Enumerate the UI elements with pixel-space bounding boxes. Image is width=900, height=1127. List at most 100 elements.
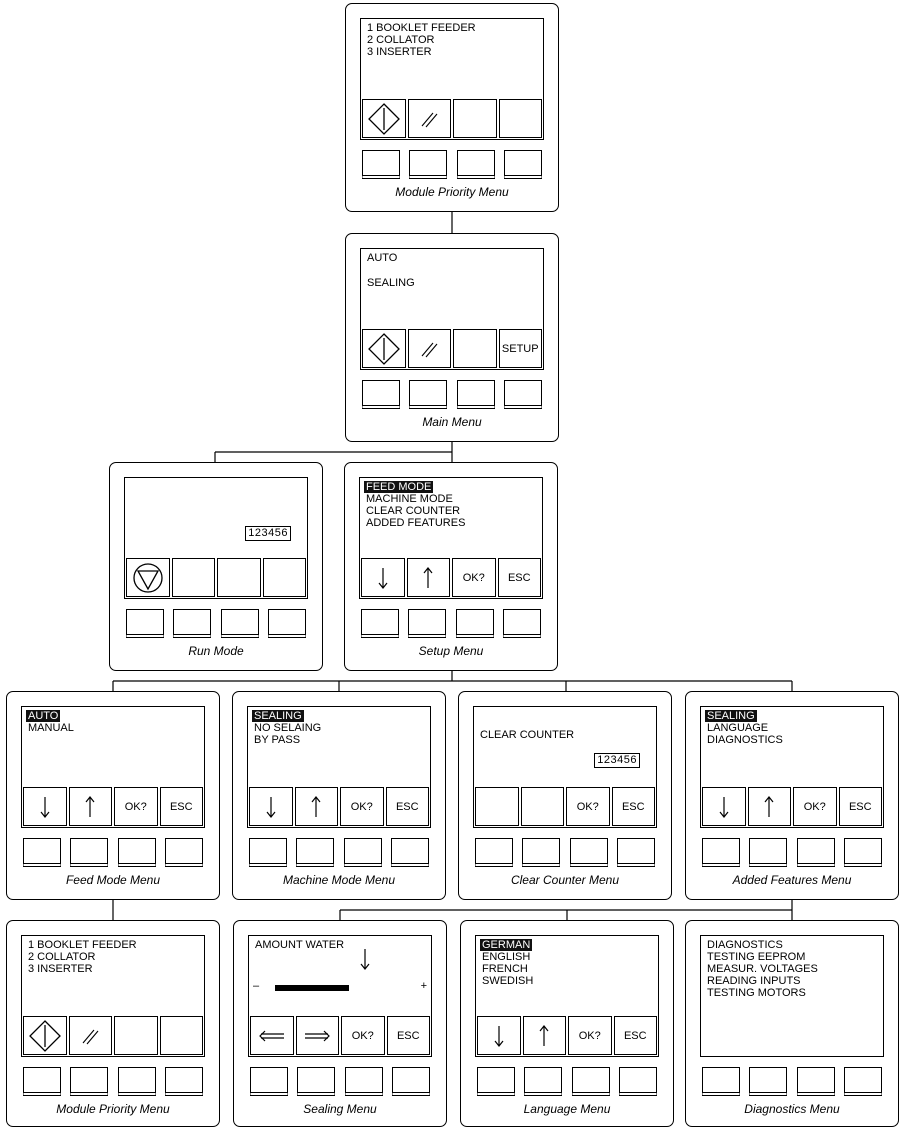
- menu-item[interactable]: ENGLISH: [482, 951, 531, 963]
- hardware-key[interactable]: [749, 1067, 788, 1096]
- ok-softkey[interactable]: OK?: [341, 1016, 385, 1055]
- hardware-key[interactable]: [70, 838, 109, 867]
- hardware-key[interactable]: [796, 1067, 835, 1096]
- stop-softkey[interactable]: [126, 558, 170, 597]
- hardware-key[interactable]: [749, 838, 788, 867]
- hardware-key[interactable]: [524, 1067, 563, 1096]
- slash-softkey[interactable]: [407, 329, 451, 368]
- hardware-key[interactable]: [173, 609, 212, 638]
- arrow-down-softkey[interactable]: [702, 787, 746, 826]
- blank-softkey[interactable]: [159, 1016, 203, 1055]
- menu-item[interactable]: MACHINE MODE: [366, 493, 453, 505]
- hardware-key[interactable]: [503, 380, 542, 409]
- hardware-key[interactable]: [267, 609, 306, 638]
- slash-softkey[interactable]: [407, 99, 451, 138]
- hardware-key[interactable]: [361, 609, 399, 638]
- hardware-key[interactable]: [390, 838, 429, 867]
- hardware-key[interactable]: [796, 838, 835, 867]
- setup-softkey[interactable]: SETUP: [498, 329, 542, 368]
- hardware-key[interactable]: [456, 150, 495, 179]
- hardware-key[interactable]: [522, 838, 561, 867]
- esc-softkey[interactable]: ESC: [838, 787, 882, 826]
- esc-softkey[interactable]: ESC: [497, 558, 541, 597]
- hardware-key[interactable]: [164, 1067, 203, 1096]
- hardware-key[interactable]: [23, 838, 61, 867]
- blank-softkey[interactable]: [217, 558, 261, 597]
- selected-menu-item[interactable]: SEALING: [705, 710, 757, 722]
- blank-softkey[interactable]: [171, 558, 215, 597]
- blank-softkey[interactable]: [453, 329, 497, 368]
- hardware-key[interactable]: [343, 838, 382, 867]
- hardware-key[interactable]: [220, 609, 259, 638]
- arrow-down-softkey[interactable]: [361, 558, 405, 597]
- hardware-key[interactable]: [409, 150, 448, 179]
- hardware-key[interactable]: [475, 838, 513, 867]
- menu-item[interactable]: BY PASS: [254, 734, 301, 746]
- hardware-key[interactable]: [618, 1067, 657, 1096]
- blank-softkey[interactable]: [114, 1016, 158, 1055]
- selected-menu-item[interactable]: GERMAN: [480, 939, 533, 951]
- hardware-key[interactable]: [344, 1067, 383, 1096]
- hardware-key[interactable]: [456, 380, 495, 409]
- hardware-key[interactable]: [702, 838, 740, 867]
- blank-softkey[interactable]: [498, 99, 542, 138]
- menu-item[interactable]: ADDED FEATURES: [366, 517, 466, 529]
- menu-item[interactable]: DIAGNOSTICS: [707, 734, 783, 746]
- ok-softkey[interactable]: OK?: [566, 787, 610, 826]
- ok-softkey[interactable]: OK?: [114, 787, 158, 826]
- hardware-key[interactable]: [70, 1067, 109, 1096]
- menu-item[interactable]: LANGUAGE: [707, 722, 769, 734]
- hardware-key[interactable]: [502, 609, 541, 638]
- hardware-key[interactable]: [843, 1067, 882, 1096]
- menu-item[interactable]: NO SELAING: [254, 722, 322, 734]
- arrow-up-softkey[interactable]: [522, 1016, 566, 1055]
- hardware-key[interactable]: [362, 150, 400, 179]
- hardware-key[interactable]: [250, 1067, 288, 1096]
- hardware-key[interactable]: [117, 1067, 156, 1096]
- blank-softkey[interactable]: [475, 787, 519, 826]
- selected-menu-item[interactable]: SEALING: [252, 710, 304, 722]
- esc-softkey[interactable]: ESC: [386, 1016, 430, 1055]
- esc-softkey[interactable]: ESC: [159, 787, 203, 826]
- blank-softkey[interactable]: [520, 787, 564, 826]
- arrow-down-softkey[interactable]: [477, 1016, 521, 1055]
- start-softkey[interactable]: [362, 99, 406, 138]
- ok-softkey[interactable]: OK?: [340, 787, 384, 826]
- blank-softkey[interactable]: [262, 558, 306, 597]
- arrow-up-softkey[interactable]: [747, 787, 791, 826]
- esc-softkey[interactable]: ESC: [385, 787, 429, 826]
- ok-softkey[interactable]: OK?: [793, 787, 837, 826]
- menu-item[interactable]: MANUAL: [28, 722, 74, 734]
- arrow-down-softkey[interactable]: [249, 787, 293, 826]
- hardware-key[interactable]: [843, 838, 882, 867]
- hardware-key[interactable]: [702, 1067, 740, 1096]
- ok-softkey[interactable]: OK?: [568, 1016, 612, 1055]
- hardware-key[interactable]: [249, 838, 287, 867]
- ok-softkey[interactable]: OK?: [452, 558, 496, 597]
- start-softkey[interactable]: [362, 329, 406, 368]
- arrow-up-softkey[interactable]: [294, 787, 338, 826]
- arrow-up-softkey[interactable]: [406, 558, 450, 597]
- menu-item[interactable]: SWEDISH: [482, 975, 534, 987]
- hardware-key[interactable]: [477, 1067, 515, 1096]
- hardware-key[interactable]: [23, 1067, 61, 1096]
- hardware-key[interactable]: [362, 380, 400, 409]
- arrow-right-softkey[interactable]: [295, 1016, 339, 1055]
- blank-softkey[interactable]: [453, 99, 497, 138]
- start-softkey[interactable]: [23, 1016, 67, 1055]
- hardware-key[interactable]: [117, 838, 156, 867]
- hardware-key[interactable]: [391, 1067, 430, 1096]
- menu-item[interactable]: CLEAR COUNTER: [366, 505, 461, 517]
- hardware-key[interactable]: [569, 838, 608, 867]
- menu-item[interactable]: FRENCH: [482, 963, 528, 975]
- hardware-key[interactable]: [616, 838, 655, 867]
- hardware-key[interactable]: [455, 609, 494, 638]
- hardware-key[interactable]: [409, 380, 448, 409]
- hardware-key[interactable]: [296, 838, 335, 867]
- hardware-key[interactable]: [408, 609, 447, 638]
- arrow-down-softkey[interactable]: [23, 787, 67, 826]
- hardware-key[interactable]: [164, 838, 203, 867]
- slash-softkey[interactable]: [68, 1016, 112, 1055]
- arrow-up-softkey[interactable]: [68, 787, 112, 826]
- selected-menu-item[interactable]: FEED MODE: [364, 481, 434, 493]
